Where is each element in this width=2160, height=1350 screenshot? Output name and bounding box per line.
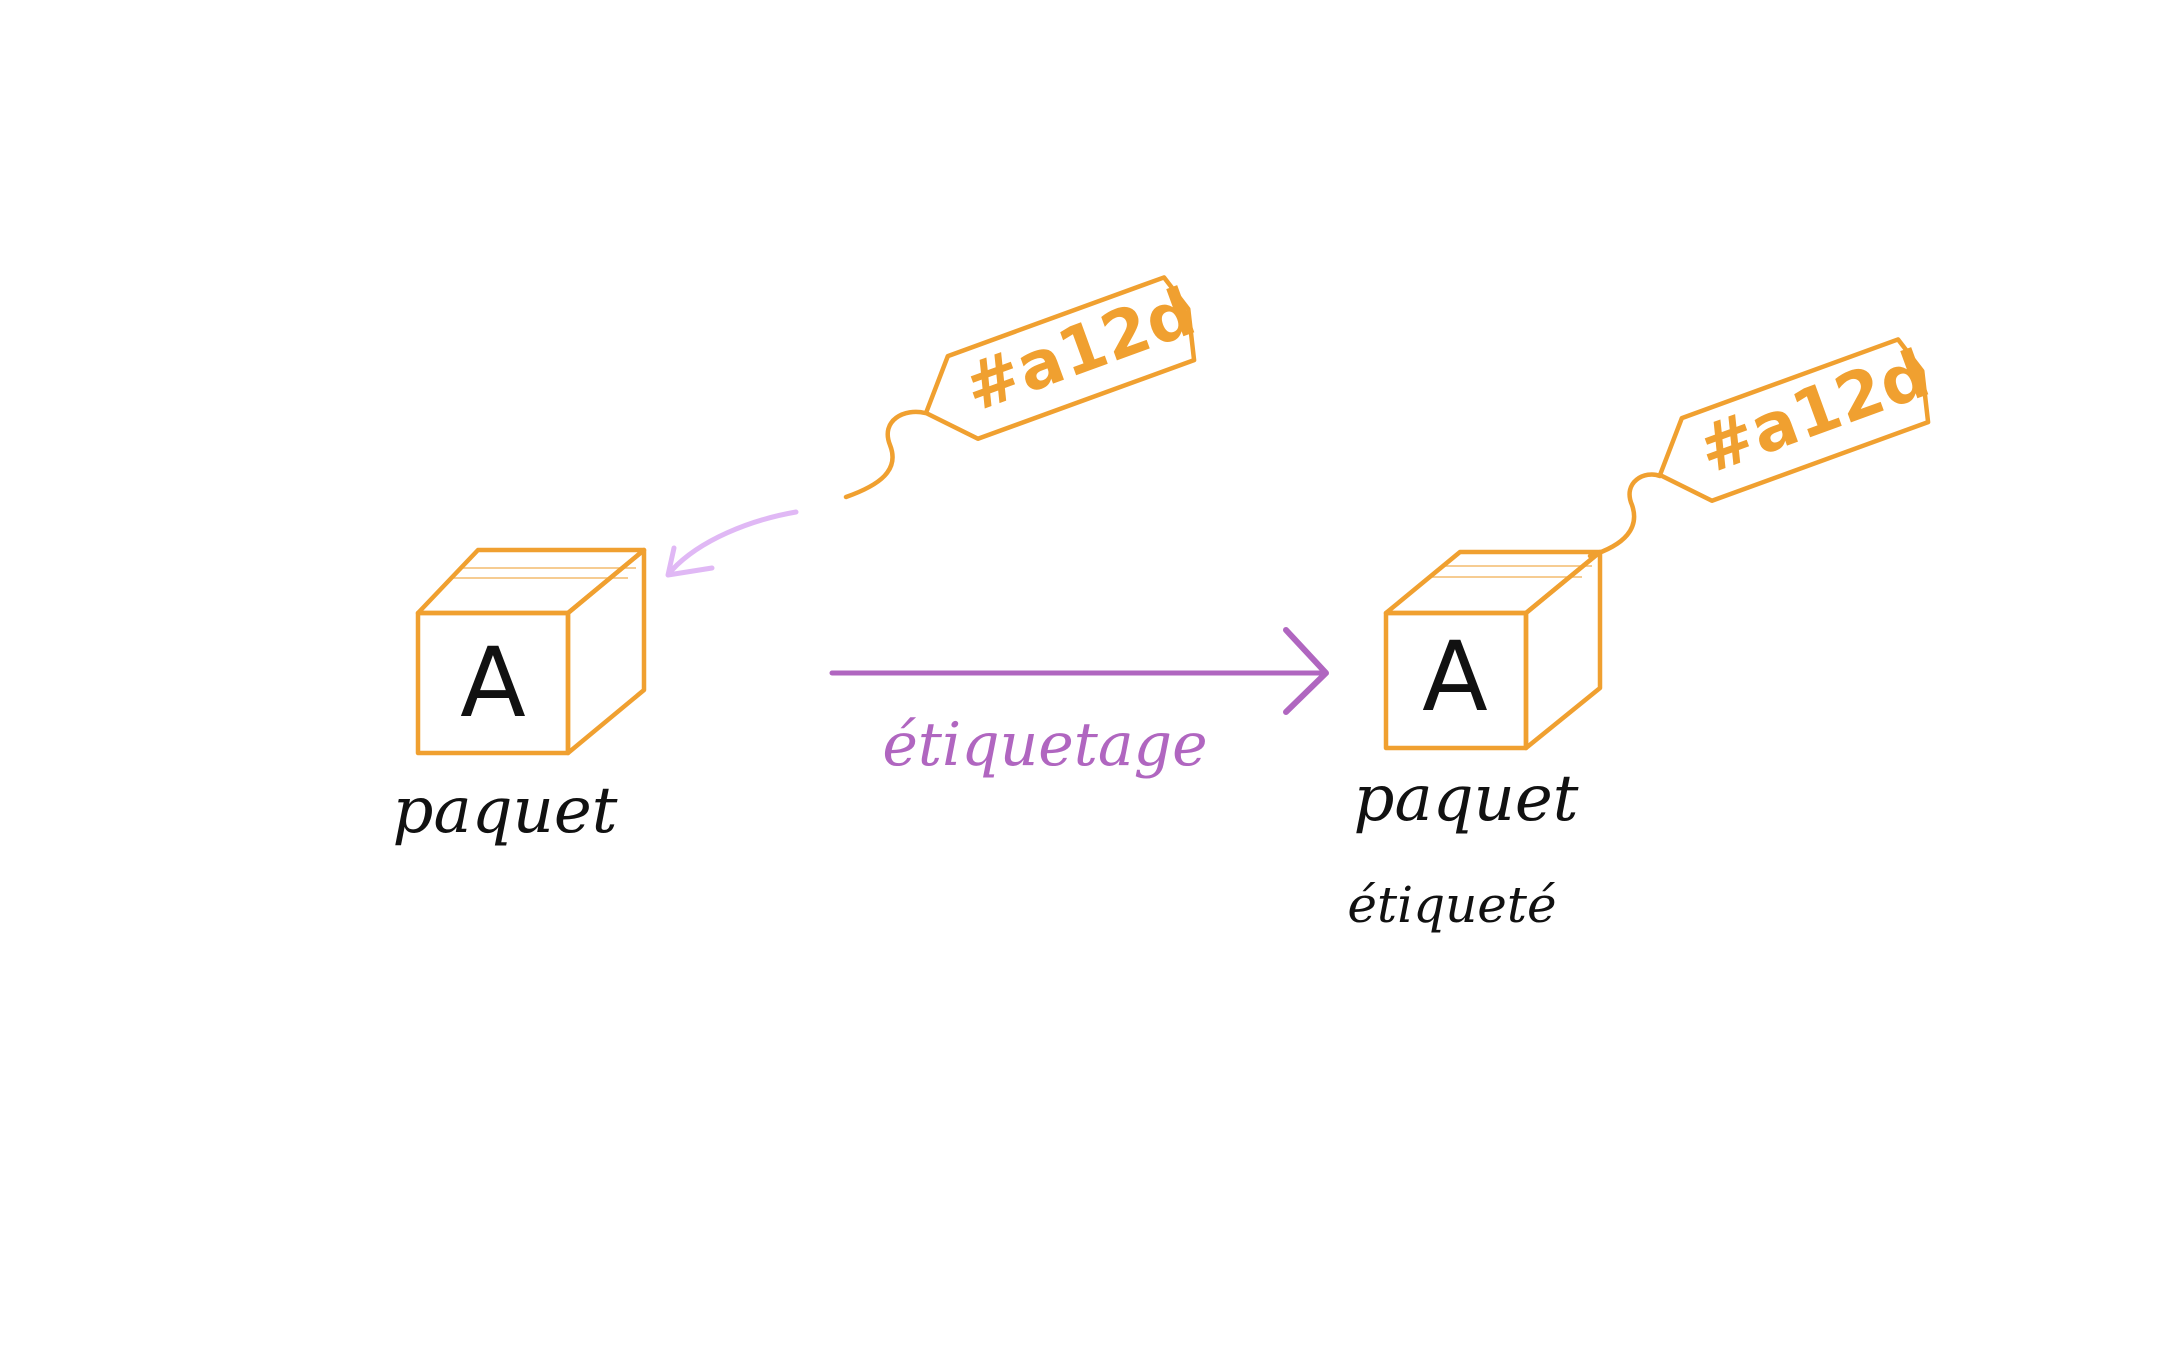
right-package-letter: A — [1422, 621, 1488, 733]
right-price-tag-icon — [1587, 337, 1931, 559]
left-package-label: paquet — [393, 774, 618, 848]
labeling-process-label: étiquetage — [882, 710, 1207, 780]
left-price-tag-icon — [843, 275, 1197, 500]
attach-arrow-icon — [665, 509, 799, 578]
left-package-letter: A — [460, 627, 526, 739]
labeling-arrow-icon — [829, 627, 1329, 715]
left-package-box-icon — [415, 547, 647, 756]
right-package-box-icon — [1383, 549, 1603, 751]
right-package-label-line2: étiqueté — [1347, 876, 1556, 934]
right-package-label-line1: paquet — [1354, 762, 1579, 836]
